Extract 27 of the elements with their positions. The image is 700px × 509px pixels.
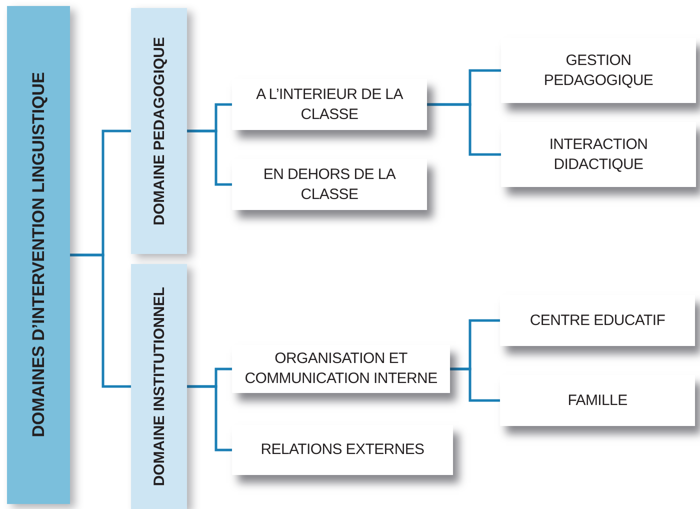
connector-line — [70, 254, 131, 388]
topic-label: RELATIONS EXTERNES — [260, 440, 424, 460]
topic-label: CENTRE EDUCATIF — [530, 310, 666, 330]
topic-box — [501, 122, 696, 187]
connector-line — [427, 103, 501, 156]
topic-box — [500, 375, 695, 426]
topic-box — [232, 425, 453, 475]
topic-box — [232, 79, 427, 130]
topic-box — [501, 38, 696, 103]
connector-line — [187, 130, 232, 186]
topic-label: A L’INTERIEUR DE LA CLASSE — [255, 84, 404, 124]
category-label: DOMAINE PEDAGOGIQUE — [150, 36, 168, 226]
topic-box — [232, 345, 450, 393]
root-category-bar — [7, 6, 70, 504]
topic-label: EN DEHORS DE LA CLASSE — [262, 164, 397, 204]
category-label: DOMAINE INSTITUTIONNEL — [150, 286, 168, 486]
category-bar — [131, 8, 187, 254]
topic-box — [232, 159, 427, 210]
connector-line — [187, 385, 232, 452]
category-label: DOMAINES D’INTERVENTION LINGUISTIQUE — [28, 72, 48, 438]
topic-label: GESTION PEDAGOGIQUE — [542, 50, 654, 90]
topic-box — [500, 295, 695, 346]
topic-label: INTERACTION DIDACTIQUE — [548, 134, 649, 174]
topic-label: FAMILLE — [568, 390, 628, 410]
connector-line — [450, 368, 500, 402]
topic-label: ORGANISATION ET COMMUNICATION INTERNE — [244, 349, 438, 389]
category-bar — [131, 264, 187, 509]
